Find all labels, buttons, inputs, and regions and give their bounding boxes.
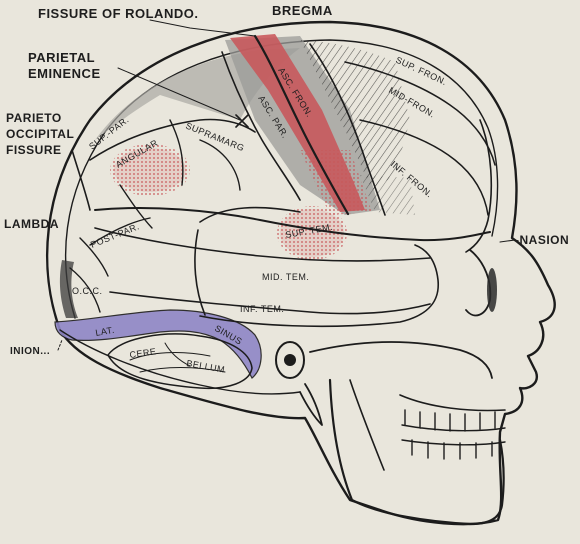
maxilla [400,395,505,410]
nasal-bone [487,268,497,312]
label-fissure: FISSURE [6,143,62,157]
leader-inion [58,340,62,350]
label-nasion: -NASION [515,233,569,247]
label-parieto: PARIETO [6,111,62,125]
occipital-sulci [70,238,108,312]
leader-nasion [500,240,515,242]
zygomatic-arch [310,342,492,378]
orbit [466,250,490,315]
label-inion: INION... [10,346,50,357]
label-bregma: BREGMA [272,3,333,18]
mandible-ramus [350,380,384,470]
label-lambda: LAMBDA [4,217,59,231]
leader-rolando [150,20,255,36]
label-post-par: POST-PAR. [89,221,141,250]
upper-teeth [402,410,505,431]
label-cere: CERE [129,346,157,360]
label-fissure-of-rolando: FISSURE OF ROLANDO. [38,6,198,21]
label-occipital: OCCIPITAL [6,127,74,141]
label-mid-tem: MID. TEM. [262,272,309,282]
label-bellum: BELLUM [186,358,226,375]
parieto-occipital-fissure [72,150,90,210]
sup-temporal-sulcus [95,228,430,261]
label-sup-par: SUP.-PAR. [87,114,131,151]
label-eminence: EMINENCE [28,66,101,81]
ear-canal-core [284,354,296,366]
label-occ: O.C.C. [72,286,103,296]
label-parietal: PARIETAL [28,50,95,65]
lower-teeth [402,440,505,459]
label-inf-tem: INF. TEM. [240,304,284,314]
